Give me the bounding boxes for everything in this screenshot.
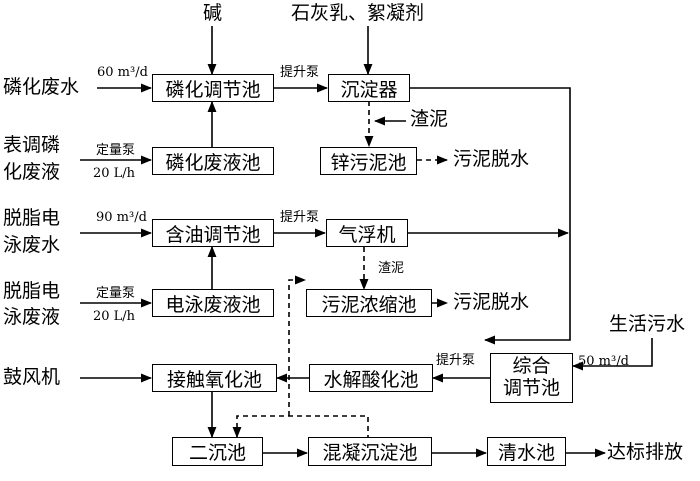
dashed-sludge-return-2 (288, 275, 307, 416)
sludge-thickener: 污泥浓缩池 (306, 289, 432, 317)
metering-pump-label-a: 定量泵 (96, 143, 136, 158)
surface-phos-label-1: 表调磷 (3, 134, 61, 156)
degrease-water-label-1: 脱脂电 (3, 207, 61, 229)
lift-pump-label-2: 提升泵 (280, 210, 320, 225)
sludge-dewater-label-1: 污泥脱水 (453, 148, 530, 170)
degrease-water-label-2: 泳废水 (3, 234, 61, 256)
oil-adjust-tank: 含油调节池 (152, 219, 274, 247)
blower-label: 鼓风机 (3, 366, 61, 388)
line-settler-to-comprehensive (410, 87, 571, 345)
degrease-liquid-label-1: 脱脂电 (3, 280, 61, 302)
scum-sludge-label-1: 渣泥 (410, 108, 449, 130)
coagulation-settling-tank: 混凝沉淀池 (308, 437, 432, 466)
dose-20-label-b: 20 L/h (93, 309, 136, 324)
lime-flocculant-label: 石灰乳、絮凝剂 (291, 2, 425, 24)
lift-pump-label-1: 提升泵 (280, 65, 320, 80)
hydrolysis-acidification-tank: 水解酸化池 (309, 364, 433, 392)
zinc-sludge-tank: 锌污泥池 (320, 147, 417, 175)
phosphating-adjust-tank: 磷化调节池 (152, 74, 274, 102)
lift-pump-label-3: 提升泵 (436, 353, 476, 368)
ep-waste-tank: 电泳废液池 (152, 289, 274, 317)
contact-oxidation-tank: 接触氧化池 (152, 364, 277, 392)
flow-90-label: 90 m³/d (96, 210, 147, 225)
settler: 沉淀器 (328, 74, 410, 102)
comprehensive-label-2: 调节池 (502, 377, 560, 399)
flow-50-label: 50 m³/d (578, 354, 629, 369)
discharge-label: 达标排放 (607, 441, 684, 463)
flow-60-label: 60 m³/d (97, 65, 148, 80)
degrease-liquid-label-2: 泳废液 (3, 306, 61, 328)
sludge-dewater-label-2: 污泥脱水 (453, 291, 530, 313)
comprehensive-adjust-tank: 综合 调节池 (490, 353, 573, 403)
domestic-sewage-label: 生活污水 (609, 313, 686, 335)
surface-phos-label-2: 化废液 (3, 161, 61, 183)
phosphating-wastewater-label: 磷化废水 (3, 76, 80, 98)
clear-water-tank: 清水池 (487, 437, 566, 466)
dashed-sludge-return-1 (232, 415, 369, 439)
secondary-settling-tank: 二沉池 (172, 437, 263, 466)
air-flotation-machine: 气浮机 (326, 219, 408, 247)
line-domestic-sewage (571, 338, 653, 371)
scum-sludge-label-2: 渣泥 (378, 261, 405, 276)
dose-20-label-a: 20 L/h (93, 166, 136, 181)
comprehensive-label-1: 综合 (512, 355, 551, 378)
alkali-label: 碱 (203, 2, 223, 24)
metering-pump-label-b: 定量泵 (96, 286, 136, 301)
phosphating-waste-tank: 磷化废液池 (152, 147, 274, 175)
